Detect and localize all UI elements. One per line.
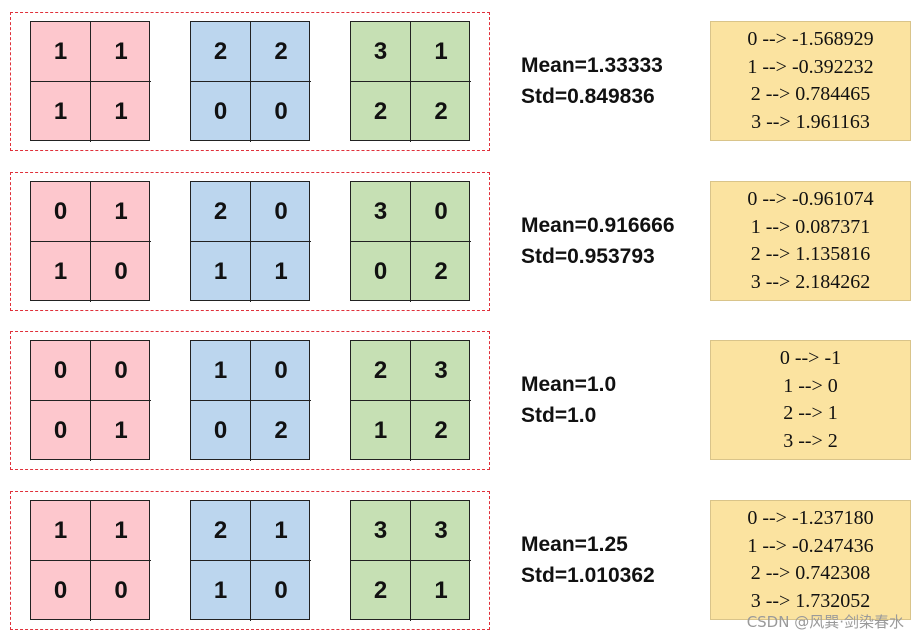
map-line: 3 --> 2.184262 (750, 270, 871, 293)
grid-cell: 2 (351, 561, 411, 621)
std-label: Std=1.010362 (521, 564, 655, 587)
normalization-map-box: 0 --> -0.961074 1 --> 0.087371 2 --> 1.135… (710, 181, 911, 301)
grid-cell: 2 (434, 258, 448, 285)
grid-cell: 1 (251, 501, 311, 561)
grid-cell: 0 (274, 577, 288, 604)
map-line: 1 --> -0.247436 (747, 534, 874, 557)
grid-cell: 1 (31, 82, 91, 142)
mean-label: Mean=1.25 (521, 533, 628, 556)
grid-cell: 1 (274, 258, 288, 285)
grid-cell: 1 (191, 242, 251, 302)
grid-cell: 0 (31, 182, 91, 242)
dashed-group-box (10, 491, 490, 630)
grid-cell: 0 (411, 182, 471, 242)
grid-cell: 0 (91, 341, 151, 401)
grid-cell: 2 (191, 501, 251, 561)
map-line: 2 --> 0.784465 (750, 83, 871, 105)
grid-cell: 1 (31, 501, 91, 561)
grid-cell: 0 (191, 401, 251, 461)
grid-cell: 2 (434, 417, 448, 444)
grid-cell: 3 (351, 501, 411, 561)
grid-cell: 1 (91, 22, 151, 82)
map-line: 2 --> 1.135816 (750, 243, 871, 265)
grid-cell: 3 (411, 341, 471, 401)
mean-label: Mean=1.33333 (521, 54, 663, 77)
grid-cell: 1 (191, 341, 251, 401)
map-line: 3 --> 1.732052 (750, 589, 871, 612)
map-line: 0 --> -1.568929 (747, 28, 874, 50)
grid-cell: 2 (274, 417, 288, 444)
grid-cell: 0 (114, 577, 128, 604)
grid-cell: 1 (434, 577, 448, 604)
grid-cell: 2 (351, 341, 411, 401)
grid-cell: 0 (31, 401, 91, 461)
map-line: 1 --> 0.087371 (750, 215, 871, 238)
dashed-group-box (10, 331, 490, 470)
map-line: 0 --> -1.237180 (747, 507, 874, 529)
map-line: 1 --> -0.392232 (747, 55, 874, 78)
grid-cell: 1 (114, 98, 128, 125)
grid-cell: 3 (351, 182, 411, 242)
mean-label: Mean=0.916666 (521, 214, 675, 237)
grid-cell: 1 (114, 417, 128, 444)
grid-cell: 2 (351, 82, 411, 142)
mean-label: Mean=1.0 (521, 373, 617, 396)
map-line: 0 --> -1 (779, 347, 842, 369)
normalization-map-box: 0 --> -1 1 --> 0 2 --> 1 3 --> 2 (710, 340, 911, 460)
map-line: 0 --> -0.961074 (747, 188, 874, 210)
grid-cell: 2 (191, 22, 251, 82)
dashed-group-box (10, 12, 490, 151)
dashed-group-box (10, 172, 490, 311)
grid-cell: 2 (434, 98, 448, 125)
grid-cell: 2 (251, 22, 311, 82)
grid-cell: 0 (274, 98, 288, 125)
grid-cell: 0 (251, 341, 311, 401)
std-label: Std=0.953793 (521, 245, 655, 268)
normalization-map-box: 0 --> -1.237180 1 --> -0.247436 2 --> 0.74… (710, 500, 911, 620)
grid-cell: 0 (351, 242, 411, 302)
map-line: 3 --> 2 (783, 429, 838, 452)
std-label: Std=0.849836 (521, 85, 655, 108)
grid-cell: 1 (351, 401, 411, 461)
std-label: Std=1.0 (521, 404, 597, 427)
normalization-map-box: 0 --> -1.568929 1 --> -0.392232 2 --> 0.78… (710, 21, 911, 141)
map-line: 1 --> 0 (783, 374, 838, 397)
grid-cell: 1 (191, 561, 251, 621)
watermark: CSDN @风巽·剑染春水 (746, 613, 904, 631)
grid-cell: 1 (31, 22, 91, 82)
map-line: 2 --> 1 (783, 402, 838, 424)
grid-cell: 3 (351, 22, 411, 82)
grid-cell: 2 (191, 182, 251, 242)
grid-cell: 0 (31, 561, 91, 621)
grid-cell: 0 (31, 341, 91, 401)
grid-cell: 0 (251, 182, 311, 242)
grid-cell: 1 (31, 242, 91, 302)
grid-cell: 1 (91, 182, 151, 242)
grid-cell: 0 (114, 258, 128, 285)
map-line: 2 --> 0.742308 (750, 562, 871, 584)
grid-cell: 1 (91, 501, 151, 561)
grid-cell: 3 (411, 501, 471, 561)
map-line: 3 --> 1.961163 (751, 110, 870, 133)
grid-cell: 1 (411, 22, 471, 82)
grid-cell: 0 (191, 82, 251, 142)
